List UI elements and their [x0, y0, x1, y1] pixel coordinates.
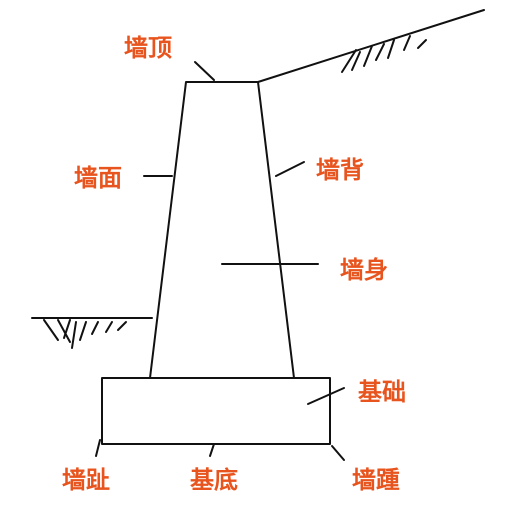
- backfill-slope: [257, 9, 485, 83]
- backfill-hatch-1: [341, 49, 357, 73]
- foundation-footing: [101, 377, 331, 445]
- label-wall-face: 墙面: [74, 164, 122, 192]
- label-wall-heel: 墙踵: [352, 466, 400, 494]
- label-foundation: 基础: [358, 378, 406, 406]
- leader-lines: [95, 61, 345, 461]
- backfill-hatch-2: [351, 51, 361, 71]
- backfill-hatch-7: [417, 39, 427, 49]
- backfill-hatch-3: [363, 45, 373, 67]
- ground-front-hatch-7: [105, 321, 113, 333]
- ground-front: [31, 317, 153, 349]
- label-wall-toe: 墙趾: [62, 466, 110, 494]
- ground-front-hatch-6: [91, 321, 99, 335]
- leader-wall-top: [194, 61, 215, 81]
- ground-front-hatch-8: [117, 321, 127, 331]
- wall-stem: [149, 81, 295, 379]
- leader-wall-back: [275, 161, 305, 177]
- label-wall-back: 墙背: [316, 156, 364, 184]
- labels: 墙顶 墙面 墙背 墙身 基础 墙趾 基底 墙踵: [62, 34, 406, 494]
- leader-wall-heel: [331, 445, 345, 461]
- leader-wall-toe: [95, 439, 101, 457]
- label-wall-top: 墙顶: [124, 34, 172, 62]
- ground-front-hatch-3: [63, 319, 71, 339]
- ground-front-hatch-1: [43, 319, 59, 341]
- ground-front-hatch-2: [57, 319, 71, 343]
- leader-base: [209, 443, 215, 457]
- backfill-hatch-6: [403, 35, 411, 51]
- leader-foundation: [307, 387, 345, 405]
- label-wall-body: 墙身: [340, 256, 388, 284]
- backfill-hatch-4: [375, 43, 385, 61]
- ground-front-hatch-5: [79, 321, 87, 341]
- backfill-hatch-5: [387, 39, 395, 59]
- ground-front-hatch-4: [71, 321, 77, 349]
- label-base: 基底: [190, 466, 238, 494]
